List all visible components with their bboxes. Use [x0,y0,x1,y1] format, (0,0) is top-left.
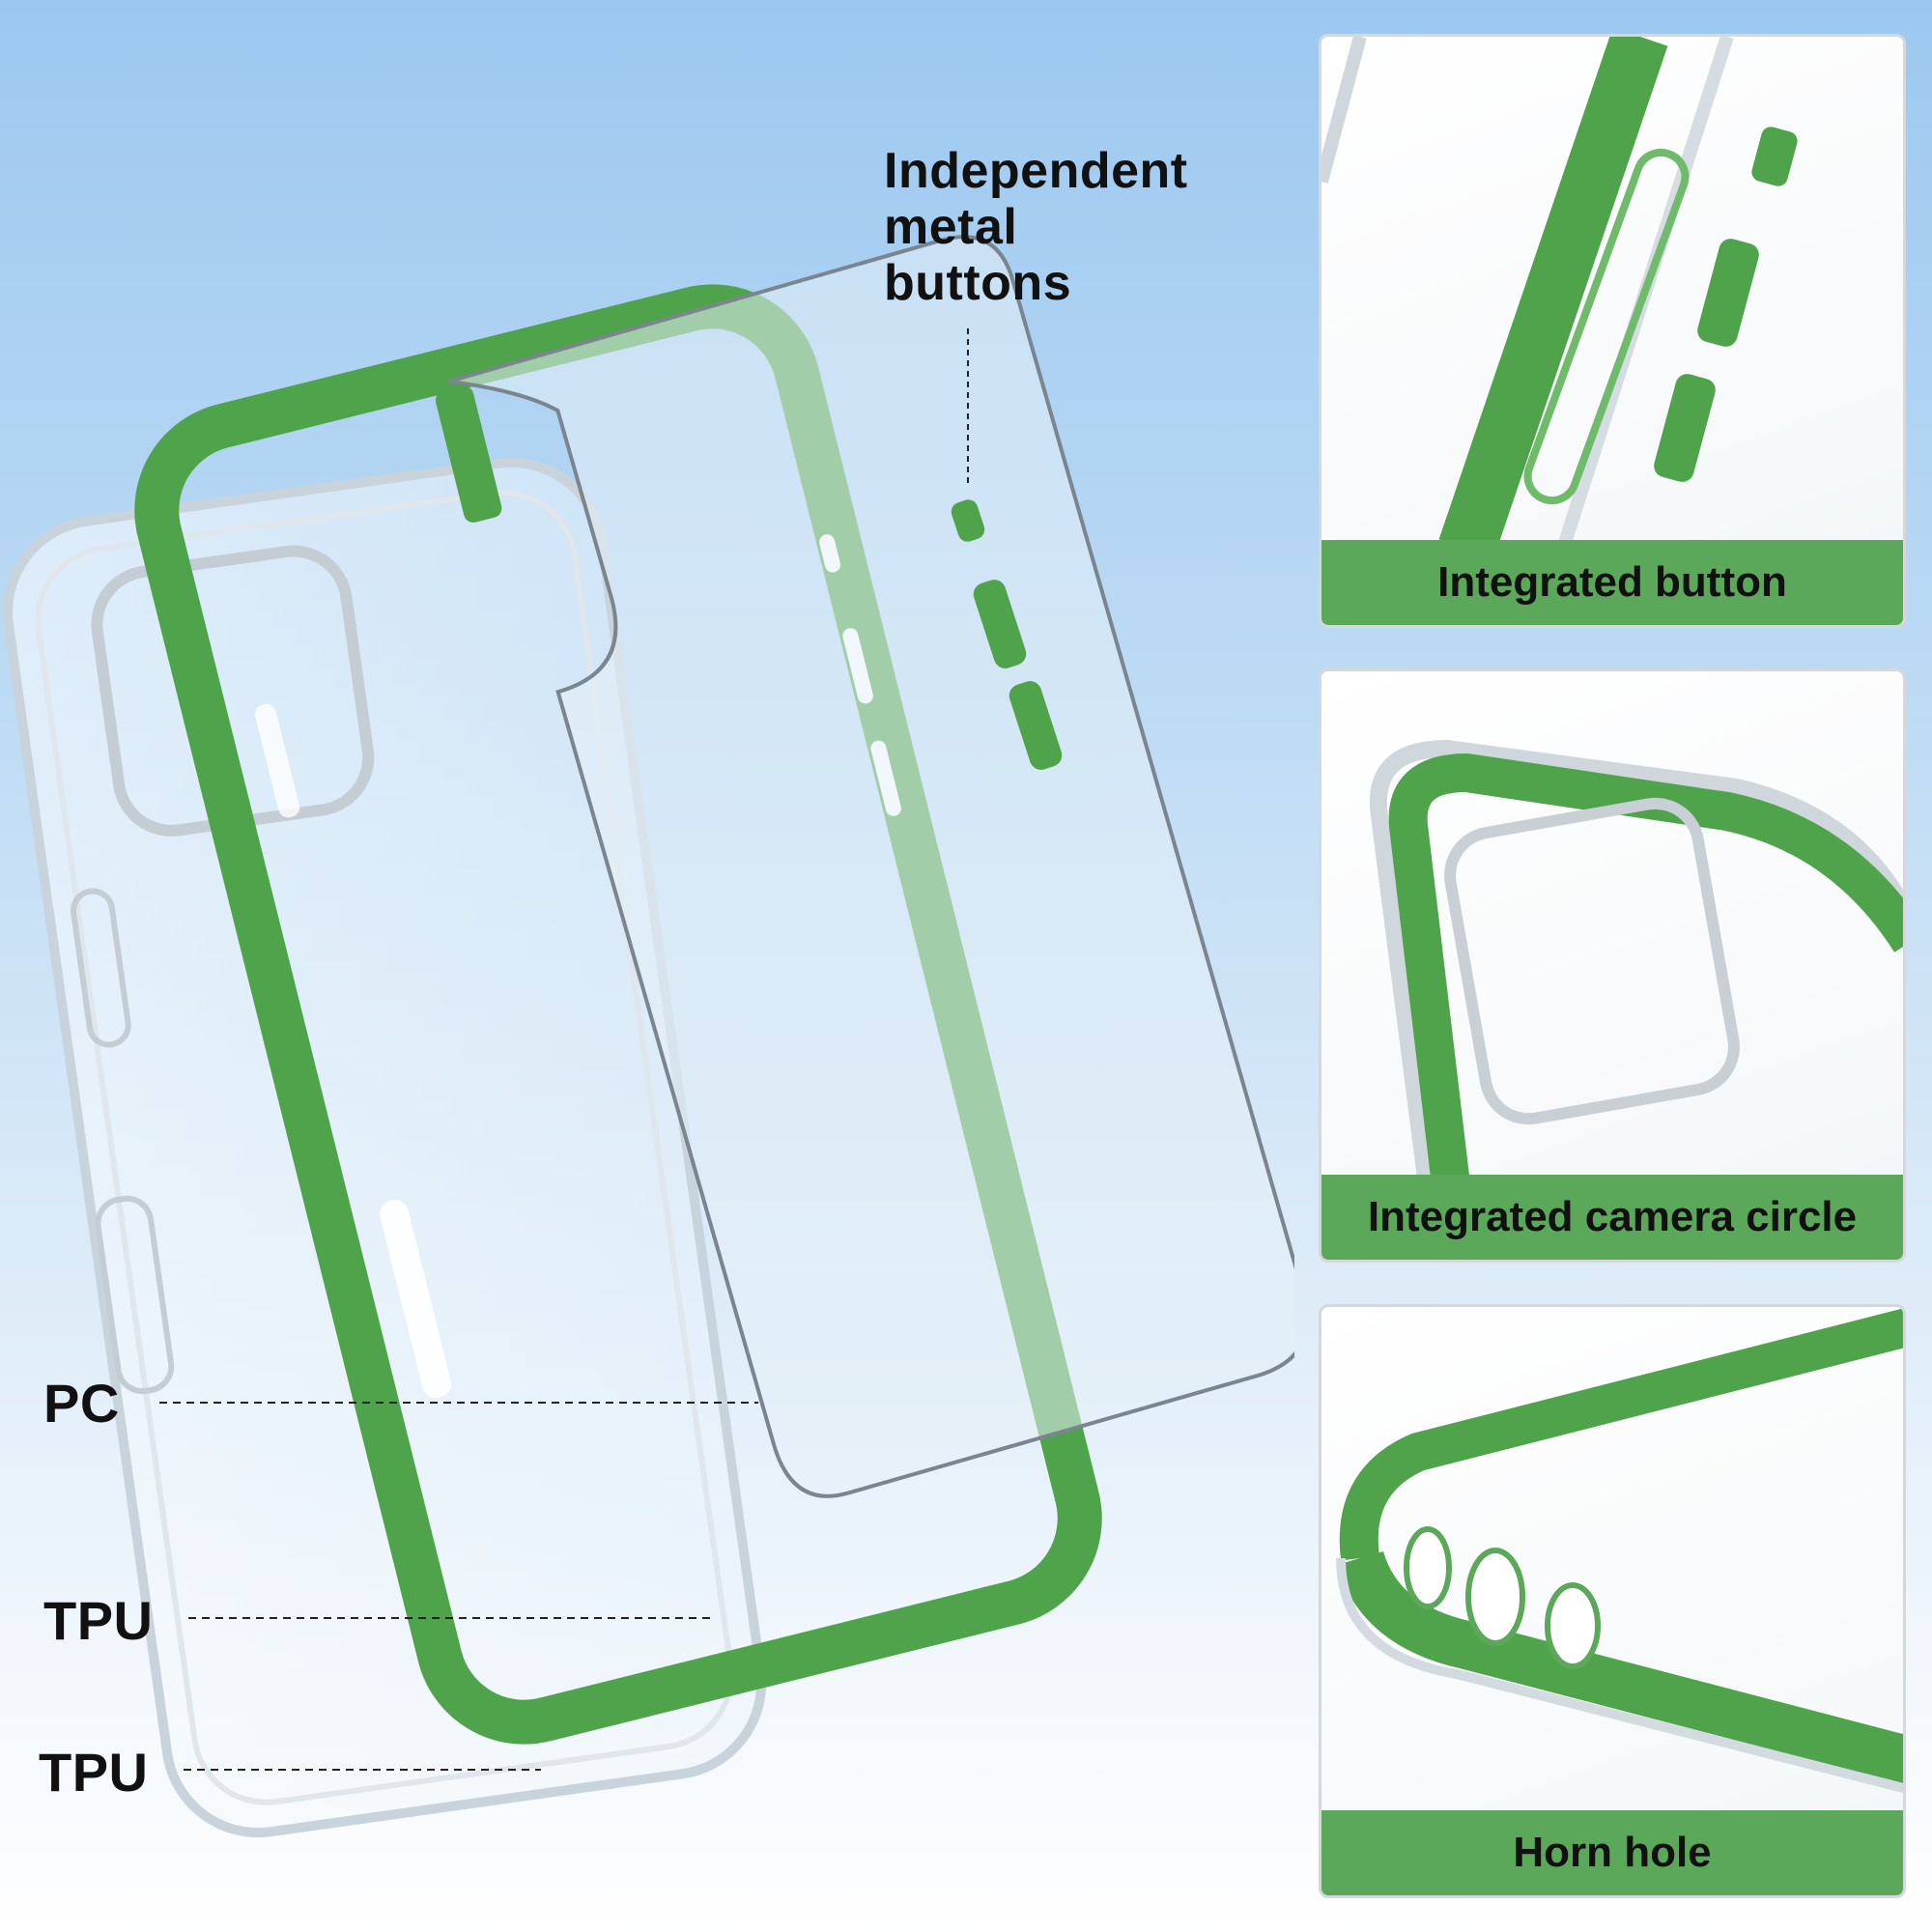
camera-circle-closeup [1369,739,1903,1196]
detail-panel-camera-circle: Integrated camera circle [1319,668,1906,1263]
integrated-button-closeup [1321,37,1798,558]
horn-hole-closeup [1336,1308,1903,1794]
metal-buttons [951,499,1063,770]
clear-pc-back-plate [448,235,1294,1498]
callout-line-2: metal [884,199,1018,255]
callout-line-1: Independent [884,143,1188,199]
panel-caption-1: Integrated button [1321,540,1903,625]
detail-panel-horn-hole: Horn hole [1319,1304,1906,1898]
detail-panel-integrated-button: Integrated button [1319,34,1906,628]
exploded-case-illustration [3,235,1294,1838]
pc-layer-label: PC [43,1373,120,1434]
tpu-layer-label-2: TPU [39,1742,149,1803]
case-layers-drawing [3,235,1294,1838]
panel-caption-3: Horn hole [1321,1810,1903,1895]
tpu-layer-label-1: TPU [43,1590,154,1651]
metal-buttons-callout: Independent metal buttons [884,143,1251,311]
panel-caption-2: Integrated camera circle [1321,1175,1903,1260]
callout-line-3: buttons [884,255,1072,311]
